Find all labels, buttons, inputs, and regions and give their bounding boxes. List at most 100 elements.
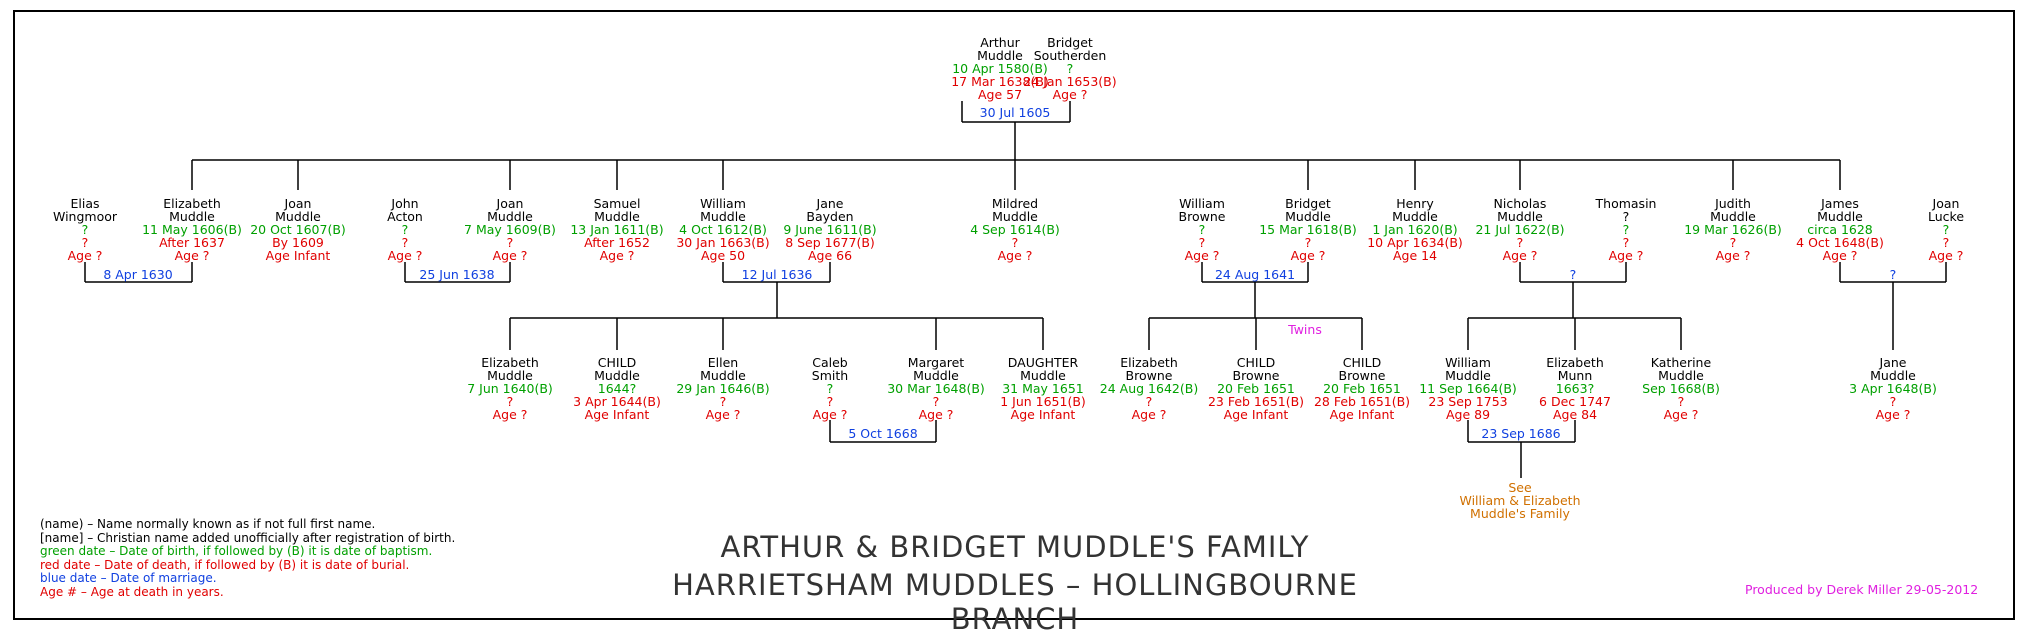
age-at-death: Age ? <box>1502 248 1538 263</box>
death-date: ? <box>1729 235 1737 250</box>
birth-date: 1 Jan 1620(B) <box>1372 222 1458 237</box>
age-at-death: Age ? <box>67 248 103 263</box>
given-name: CHILD <box>597 355 637 370</box>
legend-item-age: Age # – Age at death in years. <box>40 584 224 599</box>
death-date: 23 Feb 1651(B) <box>1207 394 1305 409</box>
given-name: Henry <box>1396 196 1434 211</box>
birth-date: 20 Feb 1651 <box>1323 381 1401 396</box>
age-at-death: Age ? <box>492 407 528 422</box>
surname: Browne <box>1338 368 1386 383</box>
birth-date: 1644? <box>597 381 637 396</box>
twins-label: Twins <box>1288 322 1322 337</box>
legend-item-marriage: blue date – Date of marriage. <box>40 571 217 585</box>
death-date: ? <box>719 394 727 409</box>
given-name: Joan <box>1932 196 1960 211</box>
birth-date: ? <box>401 222 409 237</box>
birth-date: 20 Oct 1607(B) <box>250 222 346 237</box>
age-at-death: Age Infant <box>1223 407 1289 422</box>
birth-date: ? <box>826 381 834 396</box>
age-at-death: Age ? <box>1715 248 1751 263</box>
death-date: ? <box>826 394 834 409</box>
birth-date: 31 May 1651 <box>1002 381 1084 396</box>
birth-date: ? <box>1066 61 1074 76</box>
surname: Southerden <box>1033 48 1107 63</box>
death-date: After 1637 <box>159 235 225 250</box>
marriage-date-william2: 23 Sep 1686 <box>1481 426 1561 441</box>
legend-item-death: red date – Date of death, if followed by… <box>40 557 410 572</box>
legend-item-birth: green date – Date of birth, if followed … <box>40 544 433 558</box>
death-date: 28 Feb 1651(B) <box>1313 394 1411 409</box>
given-name: James <box>1821 196 1859 211</box>
birth-date: 19 Mar 1626(B) <box>1684 222 1782 237</box>
surname: Muddle <box>275 209 321 224</box>
age-at-death: Age ? <box>1822 248 1858 263</box>
birth-date: 1663? <box>1555 381 1595 396</box>
marriage-date-acton: 25 Jun 1638 <box>419 267 495 282</box>
age-at-death: Age ? <box>997 248 1033 263</box>
age-at-death: Age ? <box>812 407 848 422</box>
surname: Muddle <box>1497 209 1543 224</box>
surname: Muddle <box>1817 209 1863 224</box>
age-at-death: Age 66 <box>807 248 853 263</box>
surname: Muddle <box>1658 368 1704 383</box>
age-at-death: Age 50 <box>700 248 746 263</box>
given-name: John <box>391 196 419 211</box>
surname: Lucke <box>1927 209 1965 224</box>
surname: Muddle <box>1445 368 1491 383</box>
age-at-death: Age ? <box>1928 248 1964 263</box>
birth-date: ? <box>1198 222 1206 237</box>
death-date: ? <box>1677 394 1685 409</box>
given-name: Katherine <box>1650 355 1712 370</box>
death-date: 4 Oct 1648(B) <box>1796 235 1884 250</box>
surname: Muddle <box>594 209 640 224</box>
age-at-death: Age ? <box>705 407 741 422</box>
given-name: Bridget <box>1285 196 1331 211</box>
surname: Muddle <box>1870 368 1916 383</box>
death-date: 3 Apr 1644(B) <box>573 394 661 409</box>
given-name: Elias <box>70 196 100 211</box>
marriage-date-james: ? <box>1889 267 1897 282</box>
given-name: Elizabeth <box>481 355 539 370</box>
age-at-death: Age ? <box>387 248 423 263</box>
marriage-date-browne: 24 Aug 1641 <box>1214 267 1296 282</box>
death-date: After 1652 <box>584 235 650 250</box>
given-name: William <box>700 196 746 211</box>
death-date: 23 Sep 1753 <box>1428 394 1508 409</box>
age-at-death: Age ? <box>1608 248 1644 263</box>
birth-date: 15 Mar 1618(B) <box>1259 222 1357 237</box>
surname: Muddle <box>992 209 1038 224</box>
credit: Produced by Derek Miller 29-05-2012 <box>1745 582 1979 597</box>
death-date: ? <box>1145 394 1153 409</box>
surname: Muddle <box>1285 209 1331 224</box>
birth-date: 10 Apr 1580(B) <box>952 61 1048 76</box>
birth-date: 3 Apr 1648(B) <box>1849 381 1937 396</box>
given-name: Margaret <box>907 355 965 370</box>
death-date: 17 Mar 1638(B) <box>951 74 1049 89</box>
birth-date: 24 Aug 1642(B) <box>1099 381 1199 396</box>
age-at-death: Age Infant <box>1329 407 1395 422</box>
age-at-death: Age ? <box>1290 248 1326 263</box>
given-name: Bridget <box>1047 35 1093 50</box>
birth-date: Sep 1668(B) <box>1642 381 1720 396</box>
given-name: CHILD <box>1342 355 1382 370</box>
given-name: Mildred <box>991 196 1039 211</box>
